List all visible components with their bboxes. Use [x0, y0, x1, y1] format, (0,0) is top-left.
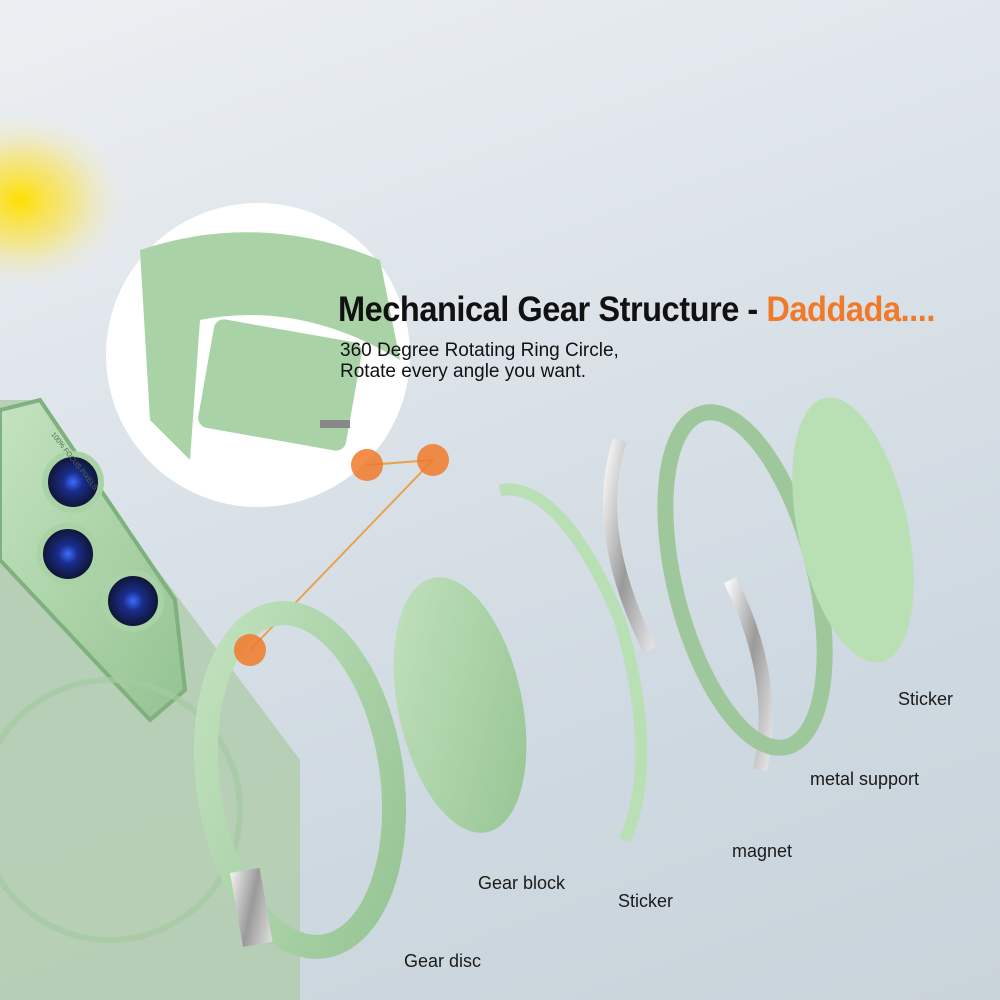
headline: Mechanical Gear Structure - Daddada.... [338, 290, 935, 330]
label-gear-block: Gear block [478, 873, 566, 893]
callout-dot [234, 634, 266, 666]
headline-separator: - [747, 290, 758, 329]
gear-block [393, 577, 527, 833]
label-sticker-back: Sticker [898, 689, 954, 709]
label-metal-support: metal support [810, 769, 920, 789]
sticker-arc [499, 483, 648, 843]
subtitle-line1: 360 Degree Rotating Ring Circle, [340, 340, 619, 361]
callout-dot [351, 449, 383, 481]
label-magnet: magnet [732, 841, 793, 861]
subtitle: 360 Degree Rotating Ring Circle, Rotate … [340, 340, 619, 382]
headline-title: Mechanical Gear Structure [338, 290, 739, 329]
magnet [603, 437, 657, 654]
brand-name: Daddada.... [766, 290, 935, 329]
magnified-detail [106, 203, 410, 507]
camera-lens [102, 570, 164, 632]
sticker-disc [792, 397, 914, 663]
gear-disc [193, 601, 407, 959]
camera-lens [37, 523, 99, 585]
flower-blur [0, 110, 130, 290]
camera-lens [42, 451, 104, 513]
subtitle-line2: Rotate every angle you want. [340, 361, 587, 382]
callout-dot [417, 444, 449, 476]
label-sticker-front: Sticker [618, 891, 674, 911]
label-gear-disc: Gear disc [404, 951, 482, 971]
